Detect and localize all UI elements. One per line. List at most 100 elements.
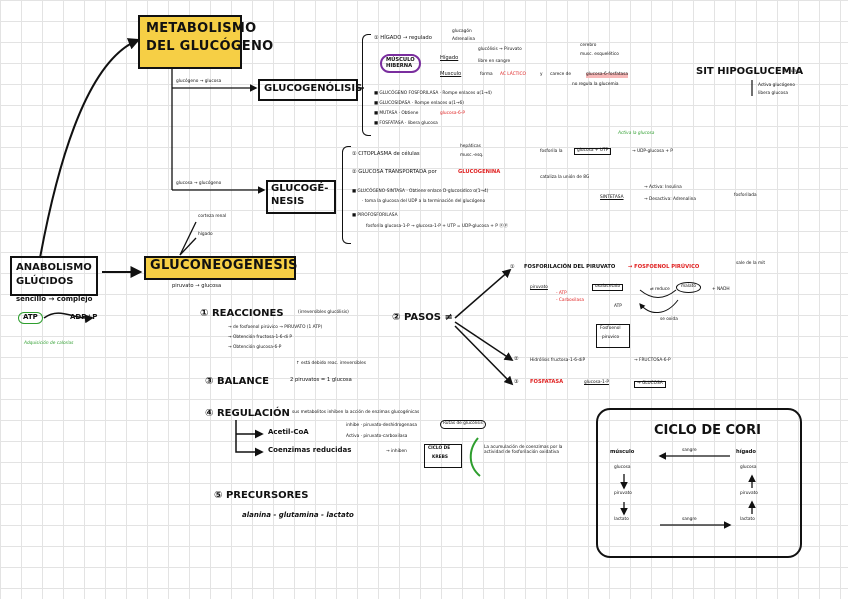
glucogenesis-box [266,180,336,214]
sintasa-label: SINTETASA [600,195,624,200]
glucogenolisis-item1-a: glucagón [452,29,472,34]
higado-gluconeo: hígado [198,232,213,237]
metabolismo-title-line1: METABOLISMO [146,21,257,36]
arrow-glucogeno-glucosa: glucógeno → glucosa [176,79,222,84]
krebs-box [424,444,462,468]
cori-m3: lactato [614,517,629,522]
cori-sangre-top: sangre [682,448,697,453]
glucogenolisis-b1: ■ GLUCÓGENO FOSFORILASA · Rompe enlaces … [374,91,492,96]
paso3-arrow: → GLUCOSA [634,381,666,388]
musculo-sub: HIBERNA [386,62,413,69]
glucogenesis-title-line2: NESIS [271,196,305,207]
anabolismo-title-line2: GLÚCIDOS [16,276,74,287]
musculo-circle: MÚSCULO HIBERNA [380,54,421,74]
glucogenolisis-item1: ① HÍGADO → regulado [374,35,432,41]
reaccion-2: → Obtención fructosa-1-6-di P [228,335,292,340]
fosfoenol-box-line2: piruvico [602,335,620,340]
cori-h2: piruvato [740,491,758,496]
glucogenolisis-title: GLUCOGENÓLISIS [264,83,363,94]
paso1-num: ① [510,264,515,270]
paso3-text: glucosa-1-P [584,380,609,385]
krebs-line2: KREBS [432,455,448,460]
musculo2-label: Musculo [440,71,462,77]
sintasa-fosforila: fosforilada [734,193,757,198]
adp-label: ADP+P [70,313,98,321]
regulacion-text: sus metabolitos inhiben la acción de enz… [292,410,420,415]
sintasa-b1b: · toma la glucosa del UDP a la terminaci… [362,199,486,204]
glucogenolisis-box [258,79,358,101]
glucogenesis-item1: ① CITOPLASMA de células [352,151,420,157]
glucogenolisis-b3: ■ MUTASA · Obtiene [374,111,419,116]
piruvato: piruvato [530,285,548,290]
paso2-arrow: → FRUCTOSA-6-P [634,358,671,363]
hipoglucemia-a: Activa glucógeno [758,83,796,88]
reaccion-1: → de fosfoenol pirúvico → PIRUVATO (1 AT… [228,325,323,330]
piruvato-note1: - ATP [556,291,567,296]
cori-h3: lactato [740,517,755,522]
glucogenolisis-b2: ■ GLUCOSIDASA · Rompe enlaces α(1→6) [374,101,464,106]
pasos-title: ② PASOS ≠ [392,312,453,323]
malato-circle: malato [676,282,701,293]
hipoglucemia-b: libera glucosa [758,91,789,96]
musculo2-red: AC LÁCTICO [500,72,526,77]
paso3-num: ③ [514,379,519,385]
cori-m1: glucosa [614,465,631,470]
cori-sangre-bottom: sangre [682,517,697,522]
fosforila-post: → UDP-glucosa + P [632,149,673,154]
atp-label: ATP [18,312,43,324]
se-oxida: se oxida [660,317,678,322]
paso1-arrow: → FOSFOENOL PIRÚVICO [628,264,700,270]
sintasa-b1: ■ GLUCÓGENO-SINTASA · Obtiene enlace D-g… [352,189,489,194]
paso2-num: ② [514,356,519,362]
sintasa-des: → Desactiva: Adrenalina [644,197,697,202]
acetil-coa: Acetil-CoA [268,428,309,436]
precursores-title: ⑤ PRECURSORES [214,490,309,501]
regulacion-title: ④ REGULACIÓN [205,408,290,419]
coenzimas: Coenzimas reducidas [268,446,352,454]
reaccion-3: → Obtención glucosa-6-P [228,345,282,350]
gluconeogenesis-box [144,256,296,280]
fosfoenol-box-line1: Fosfoenol [600,326,621,331]
cori-title: CICLO DE CORI [654,423,761,438]
glucogenesis-item1-b: musc.-esq. [460,153,484,158]
musculo2-text2: y [540,72,543,77]
balance-title: ③ BALANCE [205,376,269,387]
gluconeogenesis-sub: piruvato → glucosa [172,283,222,289]
reacciones-title: ① REACCIONES [200,308,284,319]
activa-glucosa-note: Activa la glucosa [618,131,655,136]
cataliza: cataliza la unión de 8G [540,175,590,180]
acetil-a: inhibe · piruvato-deshidrogenasa [346,423,417,428]
glucogenolisis-bracket [362,34,371,136]
krebs-line1: CICLO DE [428,446,451,451]
higado-a3: musc. esquelético [580,52,619,57]
glucogenolisis-b4: ■ FOSFATASA · libera glucosa [374,121,438,126]
glucogenolisis-b3-red: glucosa-6-P [440,111,465,116]
pirofosforilasa: ■ PIROFOSFORILASA [352,213,398,218]
metabolismo-title-box [138,15,242,69]
gluconeogenesis-title: GLUCONEOGÉNESIS [150,258,298,273]
glucogenesis-item1-a: hepáticas [460,144,481,149]
paso1-title: FOSFORILACIÓN DEL PIRUVATO [524,264,616,270]
arrow-glucosa-glucogeno: glucosa → glucógeno [176,181,222,186]
cori-higado: hígado [736,449,756,455]
fosfoenol-box [596,324,630,348]
nadh: + NADH [712,287,730,292]
paso3-red: FOSFATASA [530,379,564,385]
acetil-b: Activa · piruvato-carboxilasa [346,434,408,439]
hipoglucemia-title: SIT HIPOGLUCEMIA [696,66,804,77]
fosforila-box: glucosa + UTP [574,148,612,155]
musculo2-text3: carece de [550,72,572,77]
pirofosforilasa-eq: fosforila glucosa-1-P → glucosa-1-P + UT… [366,224,508,229]
no-regula: no regula la glucemia [572,82,619,87]
anabolismo-title-line1: ANABOLISMO [16,262,92,273]
glucogenesis-item2: ② GLUCOSA TRANSPORTADA por [352,169,437,175]
sencillo-complejo: sencillo → complejo [16,295,93,303]
cori-musculo: músculo [610,449,635,455]
glucogenesis-item2-red: GLUCOGENINA [458,169,501,175]
green-note-anabolismo: Adquisición de calorías [24,341,74,346]
anabolismo-box [10,256,98,296]
glucogenolisis-item1-b: Adrenalina [452,37,476,42]
piruvato-note2: - Carboxilasa [556,298,584,303]
sale-note: sale de la mit [736,261,766,266]
